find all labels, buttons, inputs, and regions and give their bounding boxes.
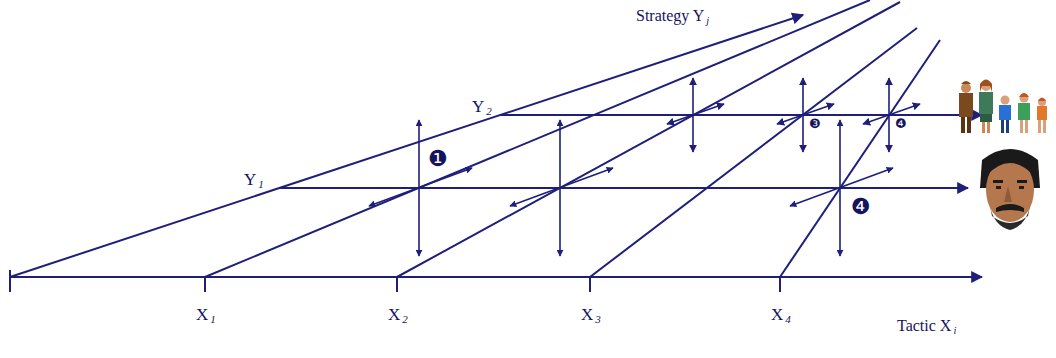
face-icon — [980, 149, 1040, 230]
people-icon — [959, 80, 1047, 134]
callout-number: ❹ — [851, 196, 871, 218]
tick-label: X4 — [771, 306, 791, 325]
callout-number: ❸ — [809, 117, 821, 130]
tick-label: X3 — [581, 306, 601, 325]
axis-label: Strategy Yj — [636, 8, 709, 26]
tick-label: X2 — [388, 306, 408, 325]
row-label: Y1 — [244, 171, 264, 190]
axis-label: Tactic Xi — [897, 318, 956, 336]
row-label: Y2 — [472, 98, 492, 117]
tick-label: X1 — [196, 306, 216, 325]
callout-number: ❹ — [895, 117, 907, 130]
callout-number: ❶ — [428, 148, 448, 170]
